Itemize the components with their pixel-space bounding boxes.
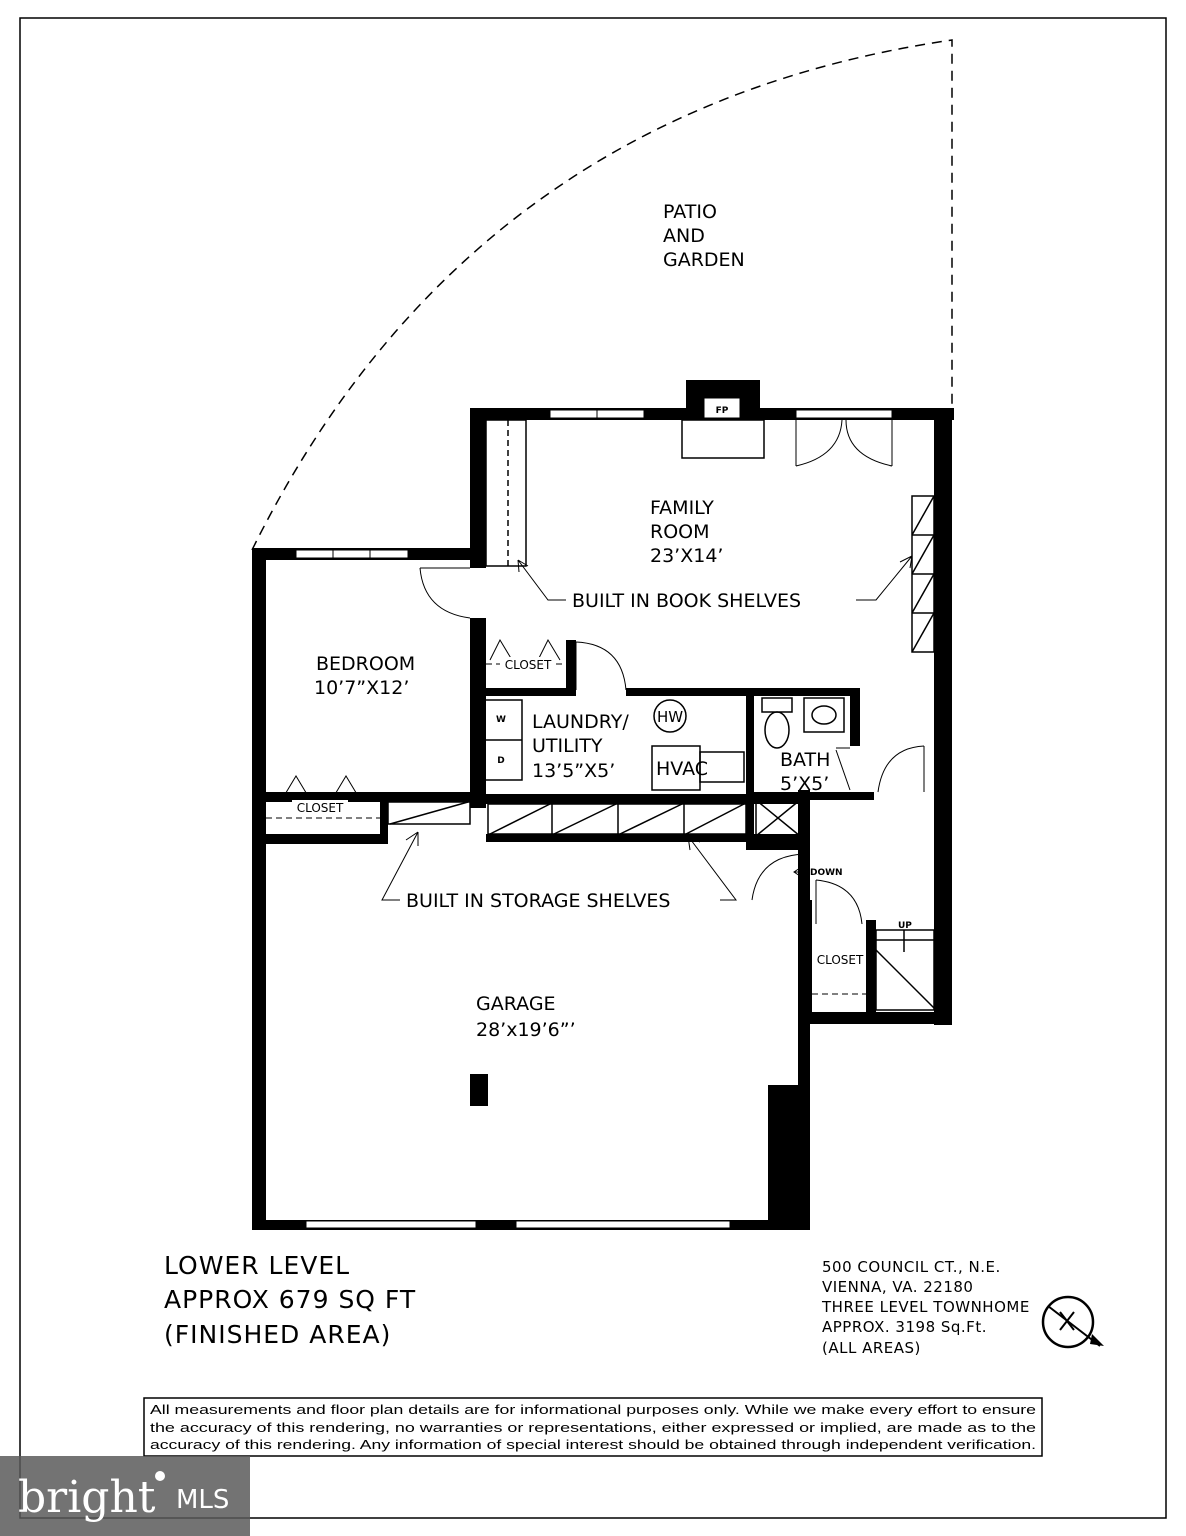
stair-door [751,853,805,901]
north-arrow-icon [1041,1295,1104,1349]
washer-dryer [479,699,523,781]
fireplace-hearth [681,419,765,459]
hall-door [877,745,925,793]
patio-boundary [251,39,953,551]
family-room-label-1: FAMILY [650,497,714,519]
storage-shelves-callout: BUILT IN STORAGE SHELVES [406,890,670,912]
family-room-label-3: 23’X14’ [650,545,723,567]
patio-label-3: GARDEN [663,249,745,271]
level-area: APPROX 679 SQ FT [164,1285,416,1314]
page-frame [19,17,1167,1519]
closet-left [266,775,380,819]
closet-left-label-bg [292,800,348,814]
fireplace-label: FP [716,406,729,416]
laundry-door [575,641,627,691]
garage-label-1: GARAGE [476,993,556,1015]
small-storage-shelf [387,801,471,825]
closet-upper-label: CLOSET [505,658,552,672]
address-line-3: THREE LEVEL TOWNHOME [821,1298,1030,1316]
stairs-up [875,929,935,1011]
bedroom-door [419,567,471,619]
bath-sink [803,697,845,733]
watermark-brand: bright [18,1472,156,1523]
address-line-5: (ALL AREAS) [822,1339,921,1357]
bath-label-1: BATH [780,749,830,771]
laundry-label-1: LAUNDRY/ [532,711,629,733]
up-label: UP [898,921,912,931]
address-line-2: VIENNA, VA. 22180 [822,1278,973,1296]
down-arrow [793,867,808,877]
closet-left-label: CLOSET [297,801,344,815]
disclaimer-line-1: All measurements and floor plan details … [150,1402,1036,1417]
watermark-suffix: MLS [176,1485,229,1515]
laundry-label-3: 13’5”X5’ [532,760,615,782]
dryer-label: D [497,756,504,766]
family-room-label-2: ROOM [650,521,710,543]
book-shelves-callout: BUILT IN BOOK SHELVES [572,590,801,612]
disclaimer-box [143,1397,1043,1457]
bright-mls-watermark: bright MLS [0,1456,250,1536]
patio-label-1: PATIO [663,201,717,223]
book-shelves-leader-left [517,559,566,601]
laundry-label-2: UTILITY [532,735,603,757]
book-shelves-leader-right [856,555,913,601]
closet-upper-label-bg [500,657,556,671]
bedroom-label-2: 10’7”X12’ [314,677,409,699]
shower [755,799,801,837]
address-line-1: 500 COUNCIL CT., N.E. [822,1258,1001,1276]
book-shelves-right [911,495,935,653]
windows [295,409,893,1229]
address-line-4: APPROX. 3198 Sq.Ft. [822,1318,987,1336]
down-label: DOWN [810,868,843,878]
hot-water-label: HW [657,708,683,726]
level-title: LOWER LEVEL [164,1251,350,1280]
storage-shelves-leader-left [381,831,419,901]
toilet [761,697,793,749]
french-doors [795,419,893,467]
hvac-unit [651,745,745,791]
level-finished: (FINISHED AREA) [164,1320,391,1349]
book-shelves-left [485,419,527,567]
walls [252,380,954,1230]
storage-shelves-leader-right [687,835,737,901]
disclaimer-line-3: accuracy of this rendering. Any informat… [150,1437,1036,1452]
disclaimer-line-2: the accuracy of this rendering, no warra… [150,1420,1036,1435]
hot-water-heater [653,699,687,733]
bath-label-2: 5’X5’ [780,773,829,795]
bedroom-label-1: BEDROOM [316,653,415,675]
watermark-dot-icon [155,1471,165,1481]
bath-door [835,747,851,791]
closet-right [812,879,866,995]
fireplace-box [703,397,741,419]
garage-label-2: 28’x19’6”’ [476,1019,576,1041]
storage-shelves [487,803,747,835]
closet-right-label: CLOSET [817,953,864,967]
hvac-label: HVAC [656,758,708,780]
patio-label-2: AND [663,225,705,247]
washer-label: W [496,715,506,725]
